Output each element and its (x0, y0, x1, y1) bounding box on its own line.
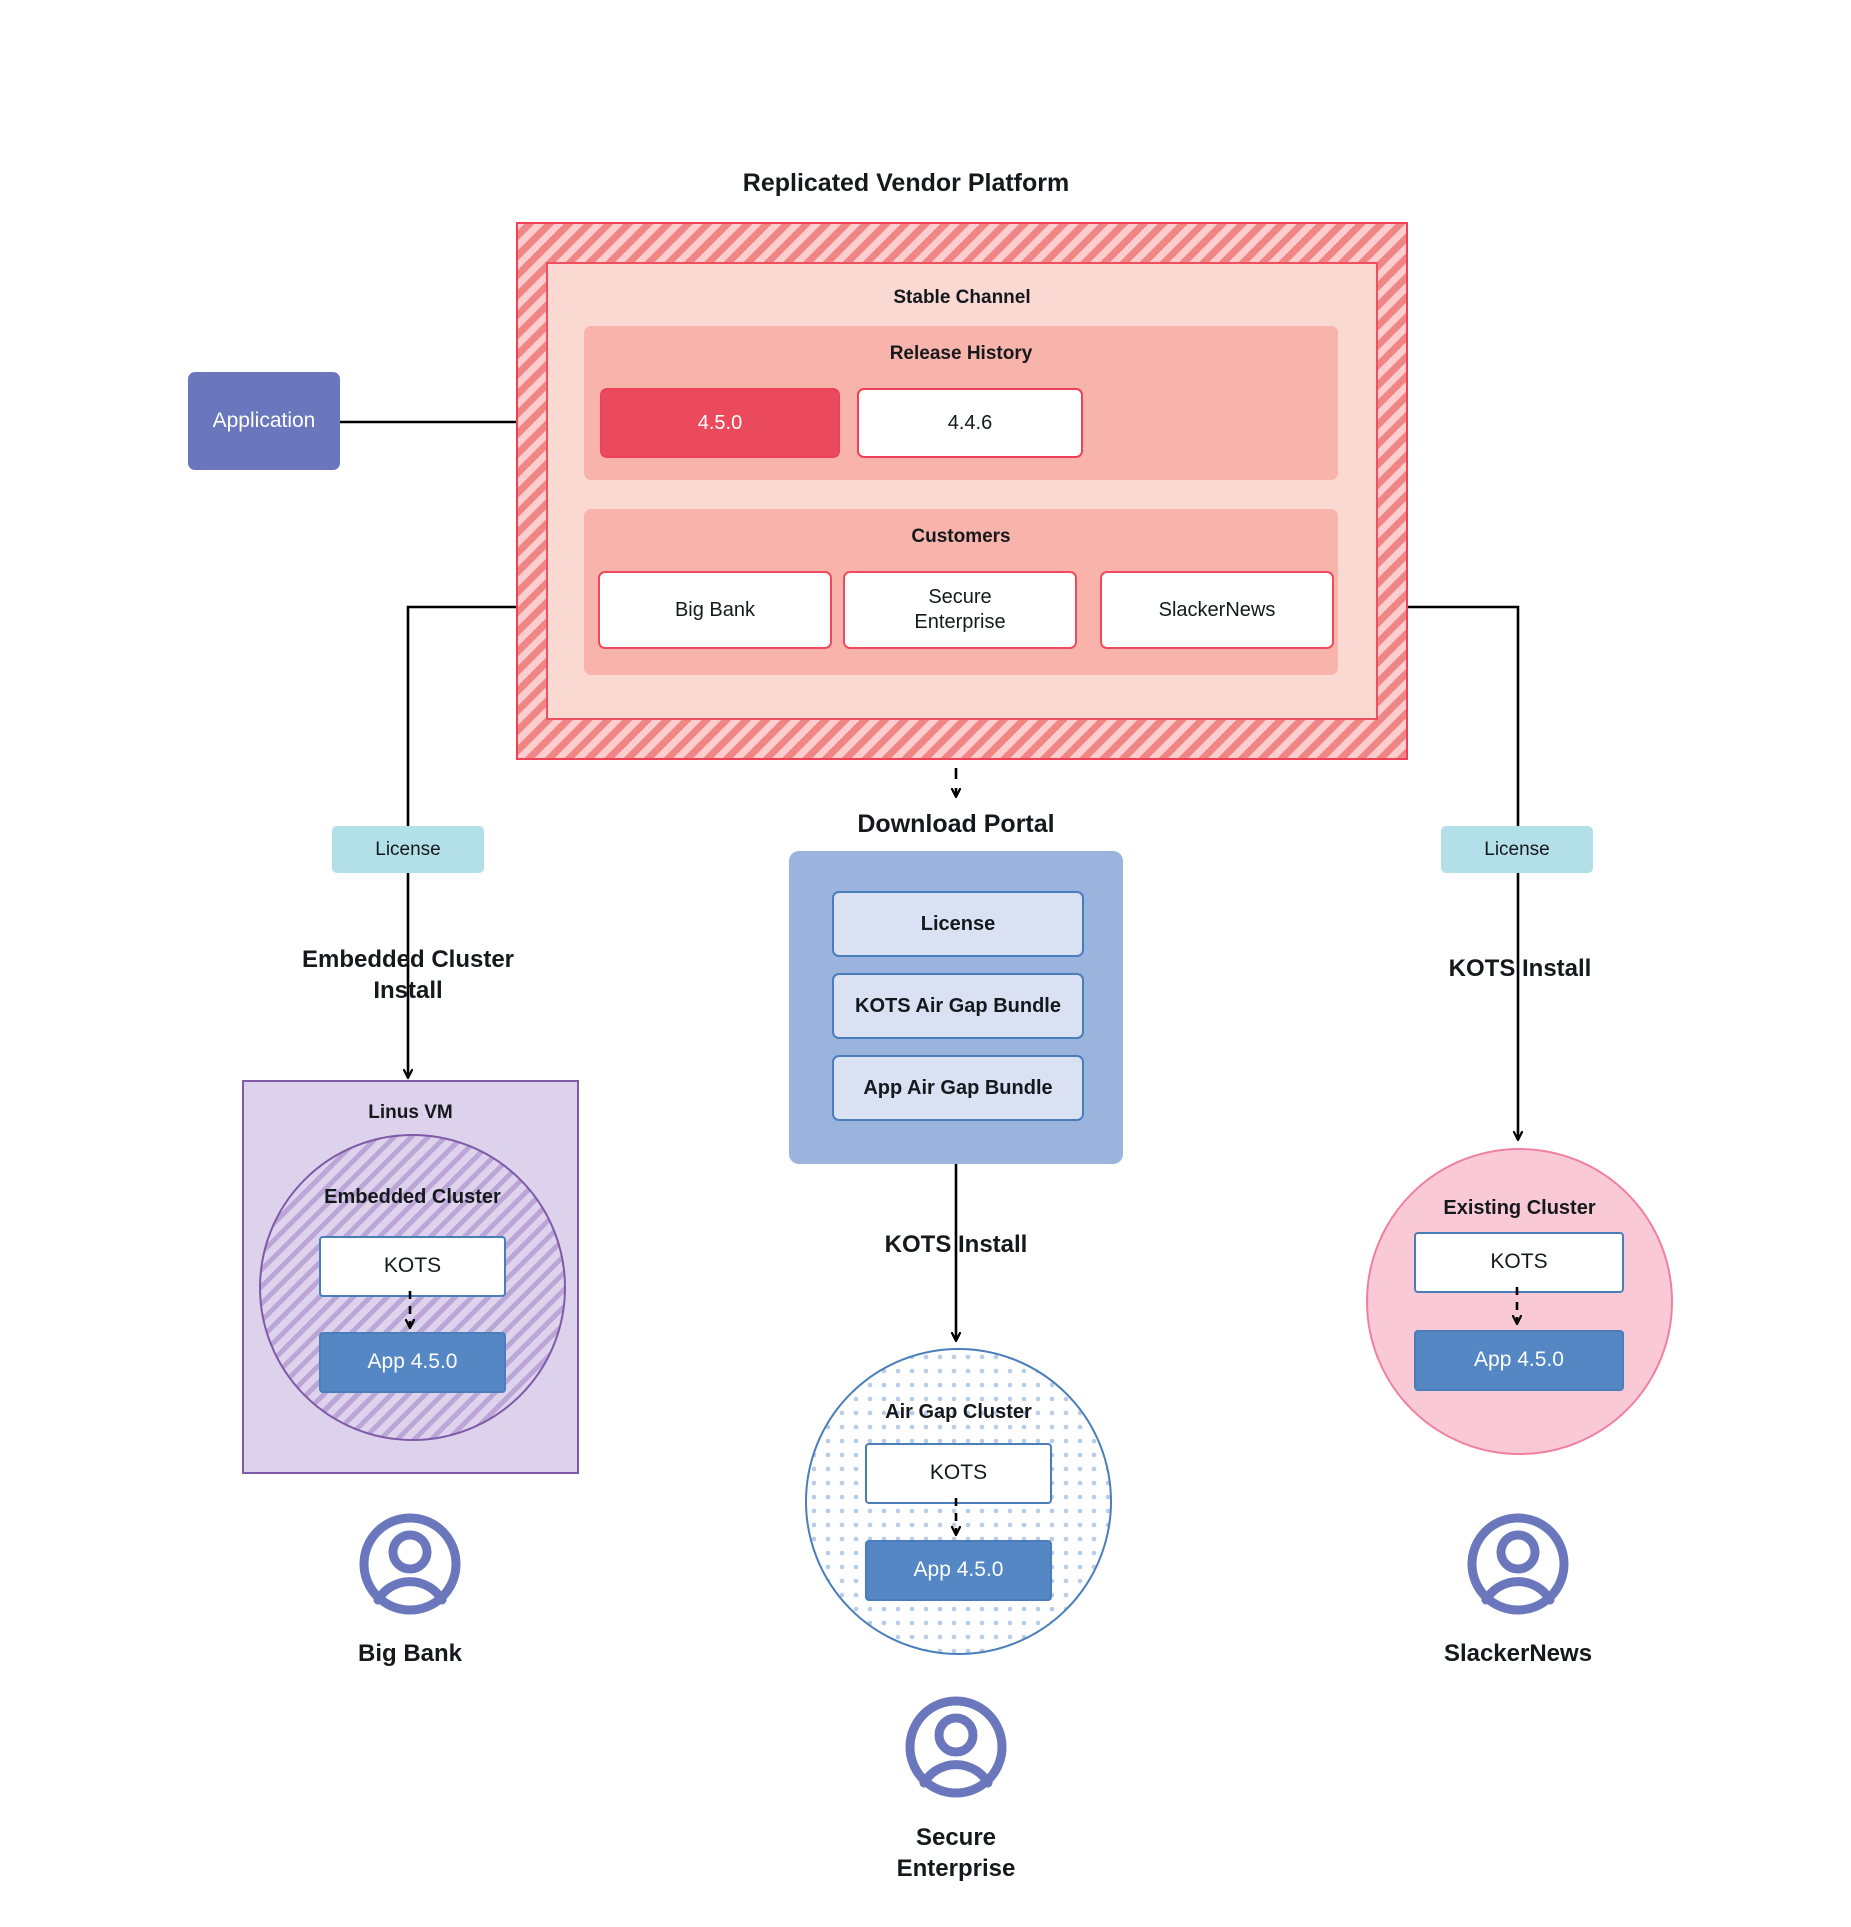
customer-chip-big-bank[interactable]: Big Bank (598, 571, 832, 649)
existing-cluster-label: Existing Cluster (1443, 1197, 1596, 1219)
edge-label-kots-install-existing: KOTS Install (1448, 955, 1592, 983)
persona-icon-slackernews (1467, 1513, 1569, 1615)
embedded-kots-to-app-arrow (380, 1291, 440, 1337)
customers-label: Customers (911, 526, 1011, 547)
existing-kots-to-app-arrow (1487, 1287, 1547, 1333)
embedded-cluster-label: Embedded Cluster (324, 1186, 501, 1208)
air-gap-cluster-label: Air Gap Cluster (885, 1401, 1032, 1423)
platform-title: Replicated Vendor Platform (742, 169, 1070, 198)
persona-icon-big-bank (359, 1513, 461, 1615)
persona-label-secure-enterprise: Secure Enterprise (896, 1824, 1016, 1883)
release-chip-previous[interactable]: 4.4.6 (857, 388, 1083, 458)
existing-kots-box[interactable]: KOTS (1414, 1232, 1624, 1293)
existing-app-box[interactable]: App 4.5.0 (1414, 1330, 1624, 1391)
portal-item-license[interactable]: License (832, 891, 1084, 957)
persona-label-big-bank: Big Bank (357, 1640, 462, 1667)
customer-chip-secure-enterprise[interactable]: Secure Enterprise (843, 571, 1077, 649)
application-node[interactable]: Application (188, 372, 340, 470)
persona-icon-secure-enterprise (905, 1696, 1007, 1798)
airgap-kots-box[interactable]: KOTS (865, 1443, 1052, 1504)
license-pill-right[interactable]: License (1441, 826, 1593, 873)
portal-item-app-air-gap-bundle[interactable]: App Air Gap Bundle (832, 1055, 1084, 1121)
airgap-app-box[interactable]: App 4.5.0 (865, 1540, 1052, 1601)
download-portal-title: Download Portal (857, 809, 1055, 838)
embedded-kots-box[interactable]: KOTS (319, 1236, 506, 1297)
edge-label-kots-install-airgap: KOTS Install (884, 1231, 1028, 1259)
linux-vm-label: Linus VM (368, 1102, 453, 1123)
persona-label-slackernews: SlackerNews (1443, 1640, 1593, 1667)
customer-chip-slackernews[interactable]: SlackerNews (1100, 571, 1334, 649)
existing-cluster-circle: Existing Cluster (1366, 1148, 1673, 1455)
air-gap-cluster-circle: Air Gap Cluster (805, 1348, 1112, 1655)
edge-label-embedded-cluster-install: Embedded Cluster Install (301, 945, 515, 1004)
license-pill-left[interactable]: License (332, 826, 484, 873)
stable-channel-label: Stable Channel (893, 287, 1031, 308)
release-history-label: Release History (889, 343, 1033, 364)
portal-item-kots-air-gap-bundle[interactable]: KOTS Air Gap Bundle (832, 973, 1084, 1039)
embedded-app-box[interactable]: App 4.5.0 (319, 1332, 506, 1393)
airgap-kots-to-app-arrow (926, 1498, 986, 1544)
release-chip-current[interactable]: 4.5.0 (600, 388, 840, 458)
